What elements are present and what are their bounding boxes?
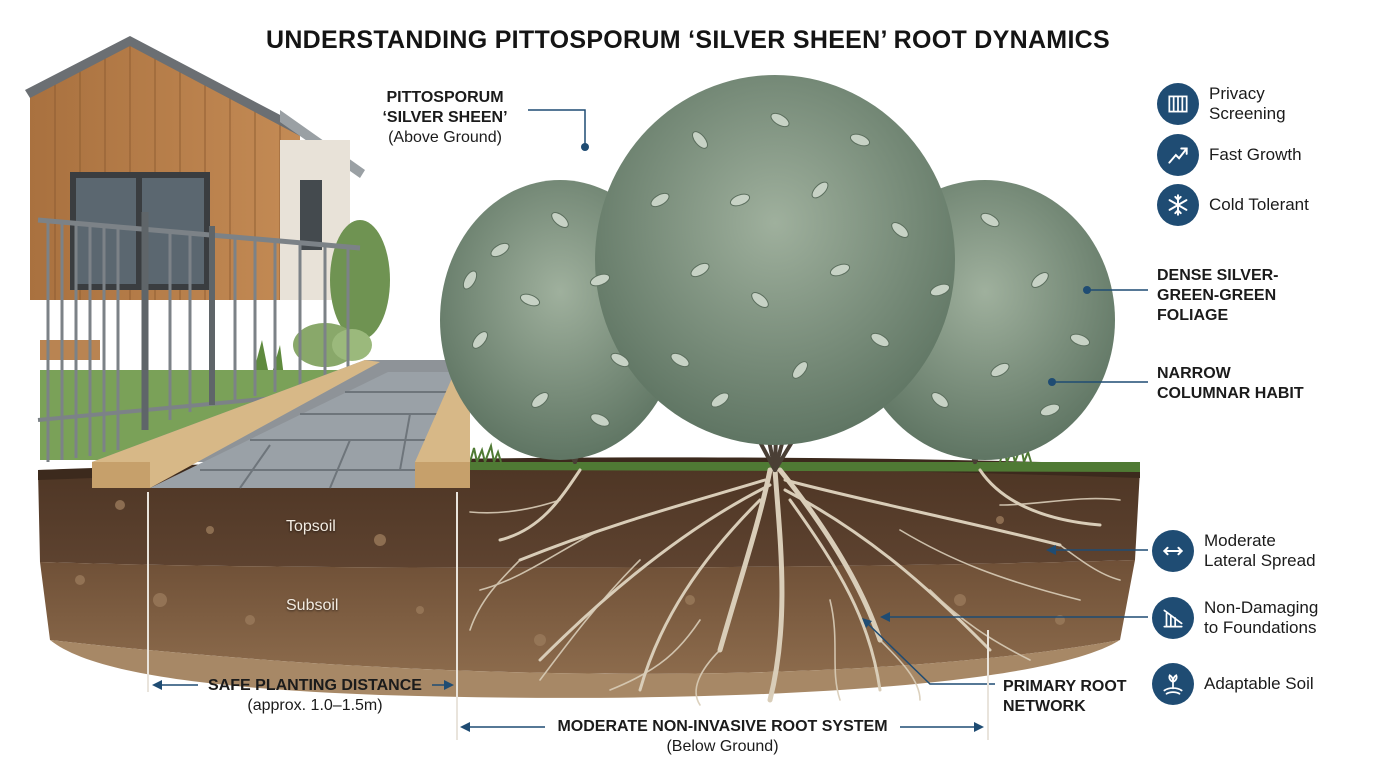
privacy-screen-icon bbox=[1157, 83, 1199, 125]
root-system-title: MODERATE NON-INVASIVE ROOT SYSTEM bbox=[545, 717, 900, 737]
feature-cold-tolerant: Cold Tolerant bbox=[1157, 184, 1309, 226]
feature-adaptable-soil: Adaptable Soil bbox=[1152, 663, 1314, 705]
subsoil-label: Subsoil bbox=[286, 597, 338, 615]
feature-privacy: Privacy Screening bbox=[1157, 83, 1286, 125]
diagram-title: UNDERSTANDING PITTOSPORUM ‘SILVER SHEEN’… bbox=[0, 26, 1376, 55]
habit-callout: NARROW COLUMNAR HABIT bbox=[1157, 364, 1304, 404]
feature-fast-growth: Fast Growth bbox=[1157, 134, 1302, 176]
feature-lateral-spread: Moderate Lateral Spread bbox=[1152, 530, 1316, 572]
feature-cold-tolerant-line1: Cold Tolerant bbox=[1209, 195, 1309, 215]
plant-name-line2: ‘SILVER SHEEN’ bbox=[360, 108, 530, 128]
habit-line1: NARROW bbox=[1157, 364, 1304, 384]
feature-privacy-line1: Privacy bbox=[1209, 84, 1286, 104]
feature-fast-growth-line1: Fast Growth bbox=[1209, 145, 1302, 165]
feature-lateral-spread-line2: Lateral Spread bbox=[1204, 551, 1316, 571]
foliage-line3: FOLIAGE bbox=[1157, 306, 1279, 326]
safe-distance-range: (approx. 1.0–1.5m) bbox=[198, 696, 432, 716]
plant-name-line1: PITTOSPORUM bbox=[360, 88, 530, 108]
habit-line2: COLUMNAR HABIT bbox=[1157, 384, 1304, 404]
feature-non-damaging-line1: Non-Damaging bbox=[1204, 598, 1318, 618]
safe-distance-label: SAFE PLANTING DISTANCE (approx. 1.0–1.5m… bbox=[198, 676, 432, 716]
foliage-callout: DENSE SILVER- GREEN-GREEN FOLIAGE bbox=[1157, 266, 1279, 326]
plant-position-note: (Above Ground) bbox=[360, 128, 530, 148]
primary-root-line1: PRIMARY ROOT bbox=[1003, 677, 1127, 697]
plant-label: PITTOSPORUM ‘SILVER SHEEN’ (Above Ground… bbox=[360, 88, 530, 148]
foliage-line1: DENSE SILVER- bbox=[1157, 266, 1279, 286]
feature-lateral-spread-line1: Moderate bbox=[1204, 531, 1316, 551]
soil-sprout-icon bbox=[1152, 663, 1194, 705]
safe-distance-title: SAFE PLANTING DISTANCE bbox=[198, 676, 432, 696]
foliage-line2: GREEN-GREEN bbox=[1157, 286, 1279, 306]
feature-adaptable-soil-line1: Adaptable Soil bbox=[1204, 674, 1314, 694]
feature-privacy-line2: Screening bbox=[1209, 104, 1286, 124]
growth-arrow-icon bbox=[1157, 134, 1199, 176]
snowflake-icon bbox=[1157, 184, 1199, 226]
topsoil-label: Topsoil bbox=[286, 518, 336, 536]
soil-profile bbox=[38, 457, 1140, 698]
root-system-label: MODERATE NON-INVASIVE ROOT SYSTEM (Below… bbox=[545, 717, 900, 757]
feature-non-damaging: Non-Damaging to Foundations bbox=[1152, 597, 1318, 639]
lateral-arrows-icon bbox=[1152, 530, 1194, 572]
primary-root-line2: NETWORK bbox=[1003, 697, 1127, 717]
feature-non-damaging-line2: to Foundations bbox=[1204, 618, 1318, 638]
foundation-icon bbox=[1152, 597, 1194, 639]
silver-sheen-foliage bbox=[440, 75, 1115, 460]
root-system-note: (Below Ground) bbox=[545, 737, 900, 757]
primary-root-callout: PRIMARY ROOT NETWORK bbox=[1003, 677, 1127, 717]
